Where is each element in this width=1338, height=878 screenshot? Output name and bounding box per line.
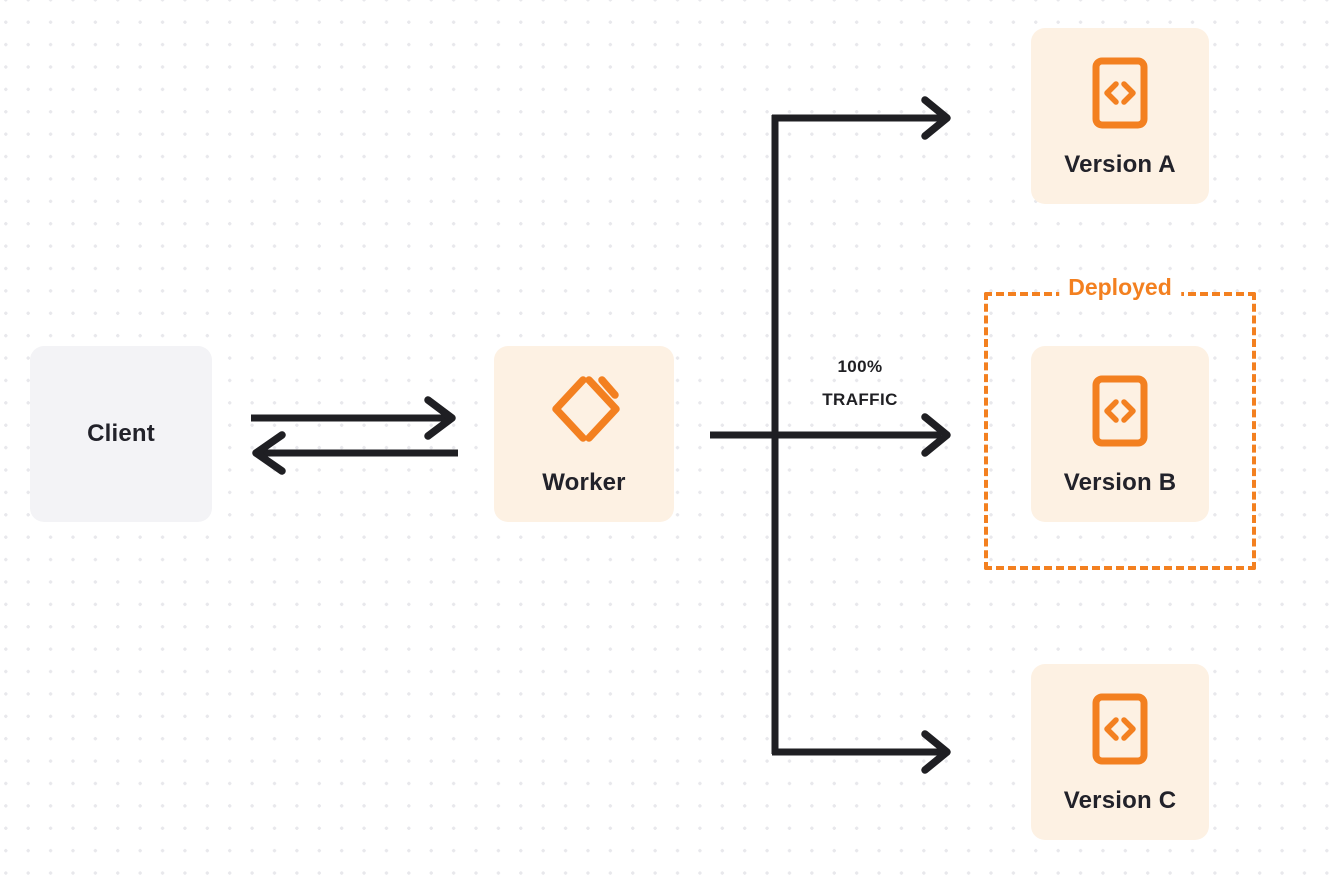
code-brackets-icon	[1091, 692, 1149, 771]
node-version-b[interactable]: Version B	[1031, 346, 1209, 522]
deployed-group-label: Deployed	[1059, 276, 1181, 299]
node-version-c[interactable]: Version C	[1031, 664, 1209, 840]
arrowhead-version-a	[921, 96, 951, 140]
traffic-percent: 100%	[837, 357, 883, 376]
node-version-b-label: Version B	[1063, 468, 1177, 496]
code-brackets-icon	[1091, 374, 1149, 453]
node-version-c-label: Version C	[1063, 786, 1177, 814]
node-client-label: Client	[87, 420, 155, 447]
arrowhead-worker-to-client	[252, 431, 286, 475]
cloudflare-workers-icon	[547, 374, 621, 449]
node-version-a-label: Version A	[1064, 150, 1176, 178]
traffic-word: TRAFFIC	[822, 390, 898, 410]
node-version-a[interactable]: Version A	[1031, 28, 1209, 204]
arrowhead-version-b	[921, 413, 951, 457]
deployed-group: Deployed	[984, 276, 1256, 570]
arrowhead-version-c	[921, 730, 951, 774]
traffic-label: 100% TRAFFIC	[789, 350, 931, 416]
code-brackets-icon	[1091, 56, 1149, 135]
arrowhead-client-to-worker	[424, 396, 456, 440]
node-worker-label: Worker	[542, 468, 626, 496]
node-client[interactable]: Client	[30, 346, 212, 522]
node-worker[interactable]: Worker	[494, 346, 674, 522]
